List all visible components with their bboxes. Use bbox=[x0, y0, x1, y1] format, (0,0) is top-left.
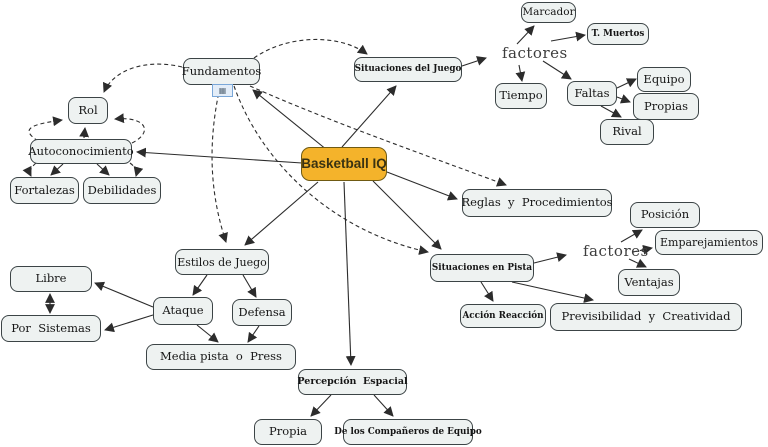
node-ataque[interactable]: Ataque bbox=[153, 297, 213, 325]
edge-solid bbox=[252, 89, 328, 151]
node-fortalezas[interactable]: Fortalezas bbox=[10, 177, 79, 204]
edge-solid bbox=[343, 181, 356, 366]
edge-dashed bbox=[632, 244, 653, 255]
node-reglas[interactable]: Reglas y Procedimientos bbox=[461, 189, 613, 217]
edge-solid bbox=[600, 105, 622, 118]
edge-solid bbox=[628, 258, 647, 268]
edge-solid bbox=[244, 181, 319, 246]
edge-dashed bbox=[129, 162, 144, 177]
edge-solid bbox=[79, 127, 90, 139]
edge-solid bbox=[616, 78, 637, 89]
edge-solid bbox=[192, 274, 208, 296]
node-autoconocimiento[interactable]: Autoconocimiento bbox=[28, 139, 134, 164]
edge-solid bbox=[480, 281, 494, 302]
edge-solid bbox=[196, 324, 219, 343]
node-estilos-de-juego[interactable]: Estilos de Juego bbox=[175, 249, 269, 275]
edge-solid bbox=[310, 394, 332, 417]
node-propias[interactable]: Propias bbox=[633, 93, 699, 120]
node-faltas[interactable]: Faltas bbox=[567, 81, 617, 106]
node-debilidades[interactable]: Debilidades bbox=[83, 177, 161, 204]
edge-solid bbox=[247, 325, 260, 343]
resource-icon[interactable]: ▦ bbox=[212, 84, 233, 97]
label-factores-right[interactable]: factores bbox=[583, 242, 649, 260]
label-factores-top[interactable]: factores bbox=[502, 44, 568, 62]
edge-dashed bbox=[249, 85, 507, 187]
edge-dashed bbox=[233, 85, 429, 255]
edge-dashed bbox=[102, 63, 183, 93]
node-previsibilidad[interactable]: Previsibilidad y Creatividad bbox=[550, 303, 742, 331]
edge-solid bbox=[516, 25, 535, 45]
edge-solid bbox=[550, 31, 586, 42]
node-equipo[interactable]: Equipo bbox=[637, 67, 691, 92]
node-media-pista[interactable]: Media pista o Press bbox=[146, 344, 296, 370]
edge-dashed bbox=[114, 113, 145, 144]
edge-dashed bbox=[253, 38, 368, 59]
edge-solid bbox=[50, 163, 64, 176]
edge-dashed bbox=[211, 86, 228, 243]
node-tiempo[interactable]: Tiempo bbox=[495, 83, 547, 109]
node-accion-reaccion[interactable]: Acción Reacción bbox=[460, 304, 546, 328]
node-basketball-iq[interactable]: Basketball IQ bbox=[301, 147, 387, 181]
edge-solid bbox=[533, 252, 567, 264]
edge-solid bbox=[96, 163, 110, 176]
edge-solid bbox=[242, 274, 257, 298]
node-rival[interactable]: Rival bbox=[600, 119, 654, 145]
edge-solid bbox=[515, 64, 526, 82]
edge-dashed bbox=[22, 162, 37, 177]
node-libre[interactable]: Libre bbox=[10, 266, 92, 292]
node-por-sistemas[interactable]: Por Sistemas bbox=[1, 315, 101, 342]
node-rol[interactable]: Rol bbox=[68, 97, 108, 124]
edge-solid bbox=[94, 281, 154, 308]
edge-solid bbox=[372, 180, 442, 250]
node-defensa[interactable]: Defensa bbox=[232, 299, 292, 326]
node-emparejamientos[interactable]: Emparejamientos bbox=[655, 230, 763, 255]
node-companeros[interactable]: De los Compañeros de Equipo bbox=[334, 419, 482, 445]
node-situaciones-del-juego[interactable]: Situaciones del Juego bbox=[354, 57, 462, 82]
edge-solid bbox=[373, 394, 394, 417]
edge-solid bbox=[616, 94, 631, 104]
edge-dashed bbox=[28, 116, 63, 142]
node-situaciones-en-pista[interactable]: Situaciones en Pista bbox=[430, 254, 534, 282]
edge-solid bbox=[386, 171, 458, 201]
node-fundamentos[interactable]: Fundamentos bbox=[182, 58, 261, 85]
edge-solid bbox=[461, 56, 487, 67]
edge-solid bbox=[542, 60, 572, 80]
edge-solid bbox=[341, 85, 397, 148]
node-propia[interactable]: Propia bbox=[254, 419, 322, 445]
node-t-muertos[interactable]: T. Muertos bbox=[587, 23, 649, 45]
edge-solid bbox=[136, 147, 303, 164]
edge-solid bbox=[104, 314, 154, 333]
node-marcador[interactable]: Marcador bbox=[521, 2, 576, 23]
node-posicion[interactable]: Posición bbox=[630, 202, 700, 228]
edge-solid bbox=[511, 281, 594, 303]
node-ventajas[interactable]: Ventajas bbox=[618, 269, 680, 296]
edge-solid bbox=[620, 229, 643, 243]
node-percepcion-espacial[interactable]: Percepción Espacial bbox=[297, 369, 408, 395]
